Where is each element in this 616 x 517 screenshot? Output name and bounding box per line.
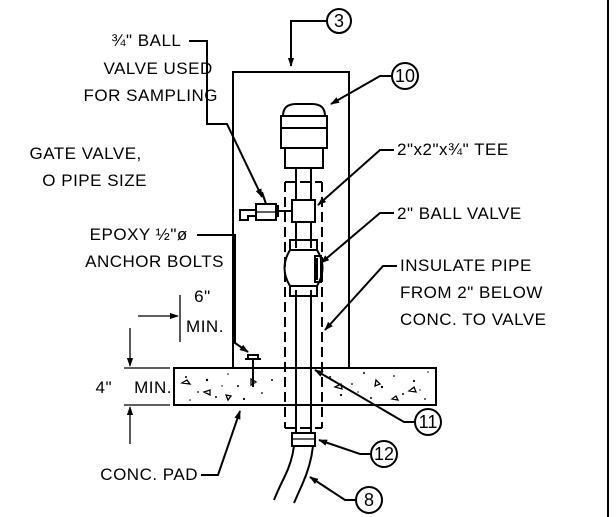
label-tee: 2"x2"x¾" TEE <box>397 140 509 159</box>
pipe-coupling <box>291 432 316 447</box>
svg-text:11: 11 <box>419 412 438 432</box>
flex-hose <box>273 445 314 504</box>
callout-11: 11 <box>414 408 442 436</box>
svg-text:10: 10 <box>395 66 415 86</box>
ball-valve-2in <box>283 239 324 297</box>
label-dim-4in: 4" <box>96 378 113 397</box>
label-gate-valve: GATE VALVE, O PIPE SIZE <box>30 144 148 190</box>
concrete-pad <box>173 367 437 406</box>
enclosure <box>232 71 350 368</box>
pipe-cap <box>280 103 328 169</box>
svg-text:8: 8 <box>364 490 374 510</box>
label-dim-6in-min: 6" MIN. <box>186 287 224 336</box>
label-ball-valve-sampling: ¾" BALL VALVE USED FOR SAMPLING <box>84 31 218 105</box>
callout-12: 12 <box>370 440 398 468</box>
label-insulate-pipe: INSULATE PIPE FROM 2" BELOW CONC. TO VAL… <box>400 256 548 329</box>
tee-fitting <box>277 199 316 223</box>
svg-text:3: 3 <box>334 11 344 31</box>
callout-3: 3 <box>326 8 352 34</box>
label-conc-pad: CONC. PAD <box>100 465 198 484</box>
pipe-insulation <box>284 181 323 429</box>
svg-text:12: 12 <box>374 444 394 464</box>
riser-pipe <box>295 168 312 433</box>
callout-8: 8 <box>355 486 383 514</box>
label-epoxy-anchor-bolts: EPOXY ½"ø ANCHOR BOLTS <box>85 225 224 271</box>
callout-10: 10 <box>391 62 419 90</box>
label-dim-4in-min: MIN. <box>134 378 172 397</box>
label-ball-valve-2in: 2" BALL VALVE <box>397 204 522 223</box>
sampling-ball-valve <box>239 191 277 221</box>
anchor-bolt <box>245 354 261 387</box>
